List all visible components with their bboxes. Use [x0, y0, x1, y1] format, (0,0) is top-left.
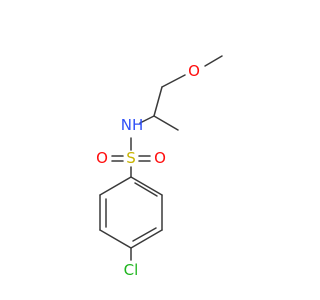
bond-ch-n [139, 115, 155, 124]
atom-label-methoxy-oxygen: O [188, 62, 200, 80]
atom-label-sulfonyl-oxygen-left: O [96, 149, 108, 167]
bond-methyl-o [204, 55, 223, 67]
bond-ch-methyl [153, 115, 179, 131]
bond-ring-3 [130, 229, 163, 249]
atom-label-sulfonyl-oxygen-right: O [154, 149, 166, 167]
bond-ch2-ch [153, 86, 163, 117]
atom-labels: O NH S O O Cl [96, 62, 200, 279]
bond-ring-6 [99, 176, 132, 196]
bond-o-ch2 [161, 74, 186, 88]
canvas-background [0, 0, 300, 300]
bond-ring-inner-1 [134, 182, 158, 197]
bond-ring-4 [99, 229, 132, 249]
atom-label-chlorine: Cl [124, 261, 139, 279]
atom-label-sulfur: S [126, 149, 136, 167]
bond-ring-1 [130, 176, 163, 196]
molecule-structure: O NH S O O Cl [0, 0, 300, 300]
atom-label-amide-nitrogen: NH [121, 116, 144, 134]
bond-ring-inner-2 [132, 227, 157, 242]
bonds [99, 55, 223, 261]
